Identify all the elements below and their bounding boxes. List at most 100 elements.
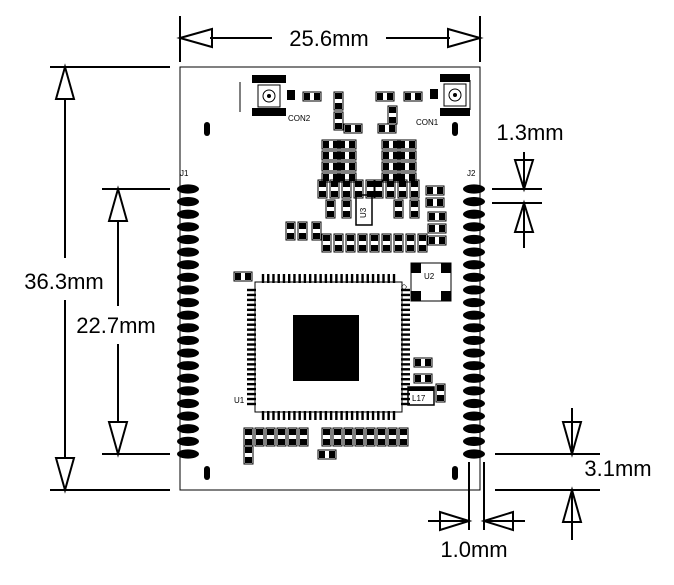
header-pin	[463, 398, 485, 409]
component-pad	[289, 439, 296, 445]
component-pad	[409, 163, 415, 170]
passive-component	[397, 150, 417, 161]
header-pin	[463, 247, 485, 257]
component-pad	[339, 152, 345, 159]
chip-lead	[361, 411, 364, 420]
header-pin	[177, 197, 199, 207]
header-pin	[463, 386, 485, 396]
chip-lead	[261, 411, 265, 420]
component-pad	[429, 225, 435, 232]
component-pad	[343, 201, 350, 207]
pin-span-label: 22.7mm	[76, 313, 155, 338]
component-pad	[395, 211, 402, 217]
inductor-label: L17	[412, 394, 426, 403]
chip-lead	[401, 288, 410, 292]
passive-component	[427, 235, 447, 246]
chip-lead	[401, 378, 410, 381]
width-label: 25.6mm	[289, 26, 368, 51]
component-pad	[339, 174, 345, 181]
passive-component	[403, 91, 423, 102]
component-outline	[337, 150, 357, 161]
component-pad	[339, 163, 345, 170]
component-pad	[389, 429, 396, 435]
passive-component	[233, 271, 253, 282]
passive-component	[381, 139, 401, 150]
component-pad	[335, 123, 342, 129]
header-pin	[177, 335, 199, 346]
passive-component	[425, 197, 445, 208]
component-pad	[355, 125, 361, 132]
chip-lead	[247, 392, 256, 396]
chip-lead	[247, 358, 256, 361]
passive-component	[375, 91, 395, 102]
component-outline	[427, 235, 447, 246]
side-chip	[410, 262, 452, 302]
component-outline	[332, 427, 343, 447]
component-outline	[397, 161, 417, 172]
component-outline	[297, 221, 308, 241]
component-pad	[323, 141, 329, 148]
component-outline	[325, 199, 336, 219]
component-outline	[311, 221, 322, 241]
header-pin	[463, 424, 485, 434]
component-pad	[349, 141, 355, 148]
header-pin	[463, 411, 485, 421]
component-pad	[235, 273, 241, 280]
component-pad	[437, 199, 443, 206]
antenna-right-label: CON1	[416, 118, 439, 127]
pad-width-dimension	[428, 462, 525, 532]
chip-lead	[401, 293, 410, 297]
component-pad	[377, 93, 383, 100]
component-outline	[321, 233, 332, 253]
component-pad	[356, 429, 363, 435]
component-pad	[415, 93, 421, 100]
chip-lead	[319, 411, 322, 420]
component-outline	[376, 427, 387, 447]
chip-lead	[377, 411, 380, 420]
component-outline	[387, 427, 398, 447]
component-outline	[276, 427, 287, 447]
passive-component	[333, 111, 344, 131]
component-pad	[327, 211, 334, 217]
component-pad	[395, 235, 402, 241]
component-pad	[389, 439, 396, 445]
header-pin	[177, 424, 199, 434]
component-pad	[245, 273, 251, 280]
passive-component	[285, 221, 296, 241]
component-pad	[245, 447, 252, 453]
component-pad	[383, 141, 389, 148]
component-outline	[233, 271, 253, 282]
header-pin	[177, 373, 199, 383]
passive-component	[333, 233, 344, 253]
chip-lead	[401, 298, 410, 302]
header-pin	[177, 386, 199, 396]
header-pin	[177, 436, 199, 446]
component-pad	[387, 191, 394, 197]
header-pin	[177, 247, 199, 257]
chip-lead	[340, 274, 343, 283]
chip-lead	[401, 392, 410, 396]
component-pad	[415, 375, 421, 382]
chip-lead	[247, 333, 256, 336]
component-pad	[287, 223, 294, 229]
component-pad	[411, 201, 418, 207]
antenna-connector-left	[239, 75, 295, 116]
passive-component	[337, 150, 357, 161]
chip-lead	[319, 274, 322, 283]
passive-component	[369, 233, 380, 253]
component-outline	[341, 179, 352, 199]
chip-lead	[314, 411, 317, 420]
component-pad	[256, 429, 263, 435]
chip-lead	[314, 274, 317, 283]
component-outline	[435, 383, 446, 403]
chip-lead	[401, 328, 410, 331]
passive-component	[397, 139, 417, 150]
header-pin	[463, 272, 485, 282]
passive-component	[321, 233, 332, 253]
chip-lead	[308, 411, 312, 420]
component-pad	[399, 191, 406, 197]
component-pad	[399, 141, 405, 148]
component-pad	[347, 235, 354, 241]
mount-slot-top-right	[452, 122, 458, 136]
